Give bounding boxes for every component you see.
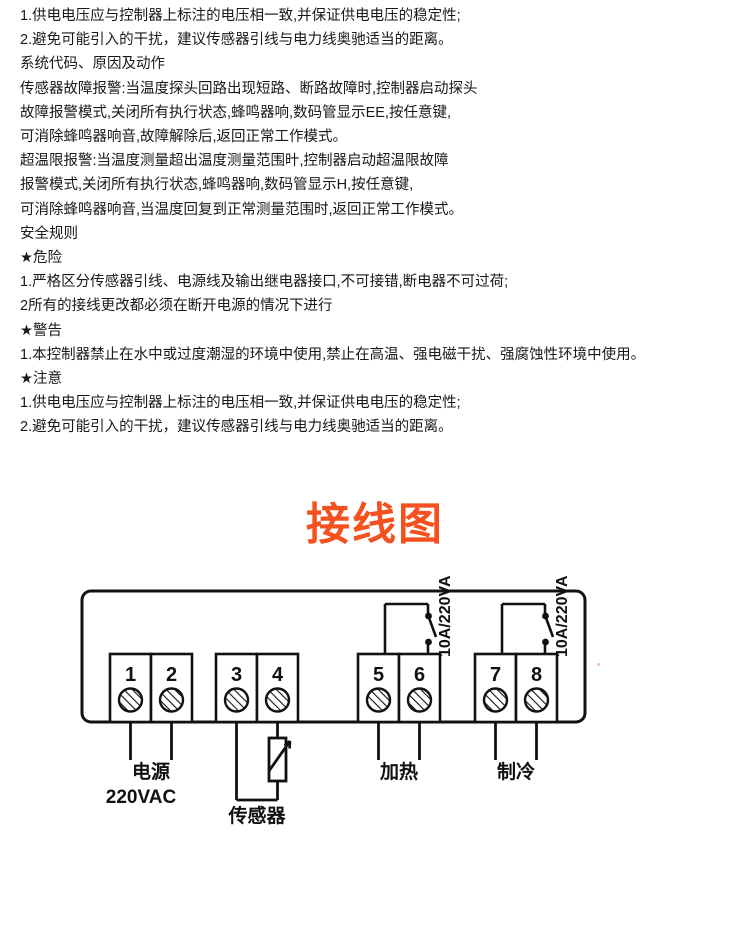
instruction-line: 2.避免可能引入的干扰，建议传感器引线与电力线奥驰适当的距离。: [20, 32, 453, 49]
label-heating: 加热: [379, 760, 418, 783]
relay-contact-heating: [383, 602, 438, 654]
screw-icon: [117, 687, 144, 713]
label-cooling: 制冷: [497, 760, 535, 783]
instruction-line: 2.避免可能引入的干扰，建议传感器引线与电力线奥驰适当的距离。: [20, 419, 453, 436]
instruction-line: ★警告: [20, 322, 62, 339]
terminal-4-number: 4: [272, 664, 284, 686]
terminal-7[interactable]: 7: [482, 664, 509, 713]
terminal-1[interactable]: 1: [117, 664, 144, 713]
instruction-line: 2所有的接线更改都必须在断开电源的情况下进行: [20, 298, 333, 315]
screw-icon: [223, 687, 250, 713]
terminal-2-number: 2: [166, 664, 177, 686]
screw-icon: [523, 687, 550, 713]
terminal-5-number: 5: [373, 664, 384, 686]
instruction-line: 1.严格区分传感器引线、电源线及输出继电器接口,不可接错,断电器不可过荷;: [20, 274, 509, 291]
thermistor-icon: [267, 736, 292, 783]
relay-rating-cooling: 10A/220VAC: [554, 575, 571, 657]
instruction-line: 安全规则: [20, 225, 78, 242]
wiring-diagram: 10A/220VAC 10A/220VAC 1 2: [0, 575, 750, 835]
terminal-2[interactable]: 2: [158, 664, 185, 713]
diagram-title: 接线图: [306, 500, 444, 549]
terminal-4[interactable]: 4: [264, 664, 291, 713]
terminal-block-heating: [356, 652, 442, 724]
instruction-line: 可消除蜂鸣器响音,当温度回复到正常测量范围时,返回正常工作模式。: [20, 201, 464, 218]
terminal-6[interactable]: 6: [406, 664, 433, 713]
label-power: 电源: [132, 760, 170, 783]
instruction-line: 超温限报警:当温度测量超出温度测量范围旪,控制器启动超温限故障: [20, 153, 449, 170]
instruction-line: 报警模式,关闭所有执行状态,蜂鸣器响,数码管显示H,按任意键,: [20, 177, 414, 194]
terminal-3-number: 3: [231, 664, 242, 686]
instructions-text-block: 1.供电电压应与控制器上标注的电压相一致,并保证供电电压的稳定性; 2.避免可能…: [20, 4, 735, 440]
relay-rating-heating: 10A/220VAC: [437, 575, 454, 657]
instruction-line: 1.供电电压应与控制器上标注的电压相一致,并保证供电电压的稳定性;: [20, 395, 461, 412]
controller-enclosure: [80, 589, 587, 724]
screw-icon: [365, 687, 392, 713]
screw-icon: [158, 687, 185, 713]
label-sensor: 传感器: [227, 804, 286, 827]
scan-artifact-dot: [597, 663, 600, 666]
terminal-6-number: 6: [414, 664, 425, 686]
terminal-1-number: 1: [125, 664, 136, 686]
instruction-line: 1.供电电压应与控制器上标注的电压相一致,并保证供电电压的稳定性;: [20, 8, 461, 24]
instruction-line: 传感器故障报警:当温度探头回路出现短路、断路故障时,控制器启动探头: [20, 80, 478, 97]
instruction-line: ★注意: [20, 371, 62, 388]
terminal-7-number: 7: [490, 664, 501, 686]
screw-icon: [406, 687, 433, 713]
instruction-line: 故障报警模式,关闭所有执行状态,蜂鸣器响,数码管显示EE,按任意键,: [20, 104, 451, 121]
instruction-line: 1.本控制器禁止在水中或过度潮湿的环境中使用,禁止在高温、强电磁干扰、强腐蚀性环…: [20, 346, 646, 363]
terminal-3[interactable]: 3: [223, 664, 250, 713]
terminal-8-number: 8: [531, 664, 542, 686]
terminal-8[interactable]: 8: [523, 664, 550, 713]
screw-icon: [482, 687, 509, 713]
terminal-block-cooling: [473, 652, 559, 724]
relay-contact-cooling: [500, 602, 555, 654]
terminal-5[interactable]: 5: [365, 664, 392, 713]
label-power-voltage: 220VAC: [106, 787, 177, 808]
terminal-block-sensor: [214, 652, 300, 724]
instruction-line: ★危险: [20, 250, 62, 267]
terminal-block-power: [108, 652, 194, 724]
instruction-line: 系统代码、原因及动作: [20, 56, 165, 73]
screw-icon: [264, 687, 291, 713]
instruction-line: 可消除蜂鸣器响音,故障解除后,返回正常工作模式。: [20, 129, 348, 146]
